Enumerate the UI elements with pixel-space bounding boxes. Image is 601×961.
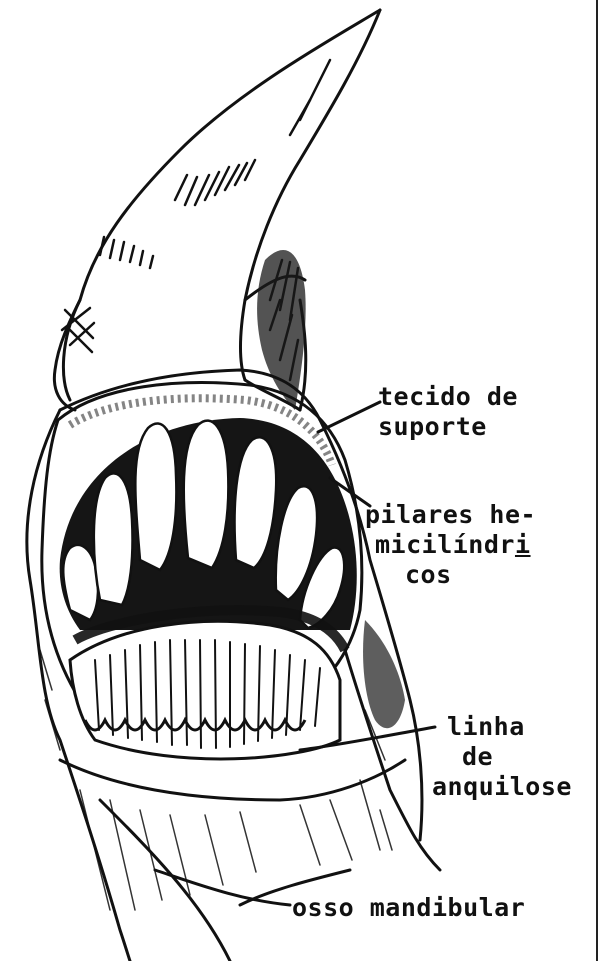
label-fragment-underlined: i: [515, 530, 531, 559]
label-linha-de-anquilose: linha de anquilose: [432, 712, 572, 802]
crown-shading: [257, 250, 306, 410]
pillar: [184, 421, 229, 568]
pillar-region: [60, 418, 357, 630]
label-line: osso mandibular: [292, 893, 525, 923]
pillar: [135, 423, 176, 570]
label-line: de: [432, 742, 572, 772]
leader-osso: [155, 870, 290, 905]
tooth-crown: [54, 10, 380, 410]
pillar: [94, 473, 133, 605]
label-line: tecido de: [378, 382, 518, 412]
root-shading: [363, 620, 405, 728]
label-line: suporte: [378, 412, 518, 442]
label-tecido-de-suporte: tecido de suporte: [378, 382, 518, 442]
label-line: micilíndri: [365, 530, 536, 560]
label-line: pilares he-: [365, 500, 536, 530]
label-line: linha: [432, 712, 572, 742]
pillar: [63, 545, 98, 620]
label-osso-mandibular: osso mandibular: [292, 893, 525, 923]
leader-tecido: [318, 402, 380, 432]
page-edge-rule: [596, 0, 598, 961]
label-line: anquilose: [432, 772, 572, 802]
label-pilares-hemicilindricos: pilares he- micilíndri cos: [365, 500, 536, 590]
label-line: cos: [365, 560, 536, 590]
label-fragment: micilíndr: [375, 530, 515, 559]
ankylosis-region: [70, 610, 345, 759]
